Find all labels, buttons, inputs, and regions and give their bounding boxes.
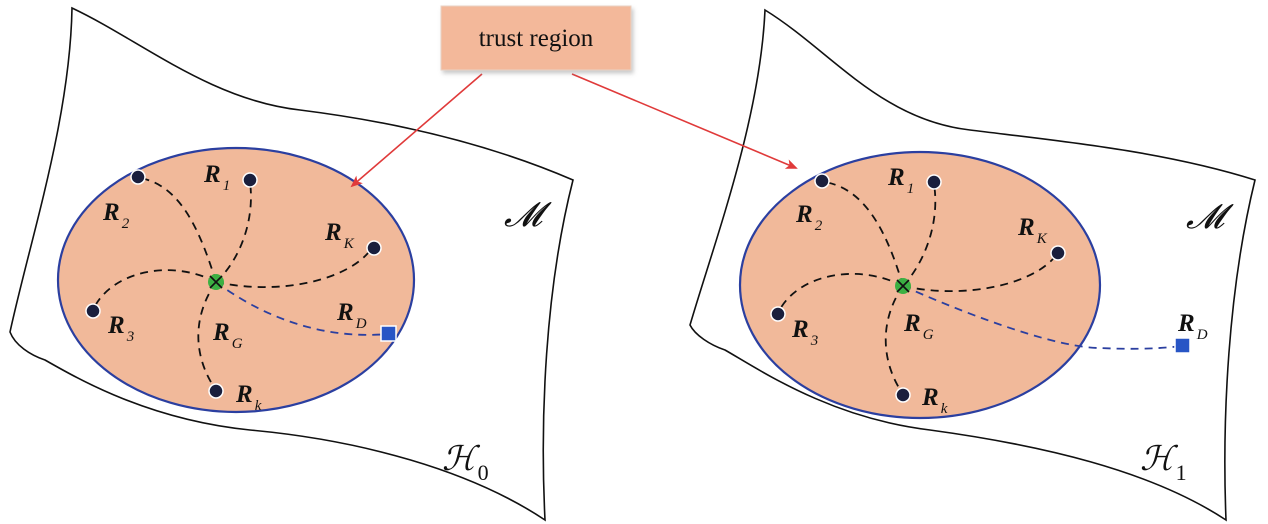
point-rk-h1 xyxy=(895,387,911,403)
point-r3-h1 xyxy=(770,306,786,322)
point-rD-h0 xyxy=(380,325,397,342)
point-rK-h0 xyxy=(366,240,382,256)
geodesic-r3-h1 xyxy=(777,273,904,314)
callout-label: trust region xyxy=(479,25,594,52)
point-rk-h0 xyxy=(208,383,224,399)
space-label-h0: ℋ0 xyxy=(442,439,489,485)
trust-region-callout xyxy=(440,5,632,71)
point-r3-h0 xyxy=(85,303,101,319)
arrow-to-region-h0 xyxy=(350,73,483,188)
arrow-to-region-h1 xyxy=(571,73,798,169)
geodesic-r2-h1 xyxy=(823,181,904,287)
point-r1-h0 xyxy=(242,172,258,188)
point-rG-h0 xyxy=(208,274,224,290)
point-r2-h0 xyxy=(130,169,146,185)
point-r2-h1 xyxy=(814,173,830,189)
point-rK-h1 xyxy=(1050,245,1066,261)
trust-region-ellipse-h1 xyxy=(738,150,1102,420)
space-label-h1: ℋ1 xyxy=(1140,439,1187,485)
point-rG-h1 xyxy=(895,278,911,294)
point-rD-h1 xyxy=(1174,337,1191,354)
geodesic-r2-h0 xyxy=(139,177,217,283)
point-r1-h1 xyxy=(926,174,942,190)
geodesic-rd-h0 xyxy=(215,281,389,336)
trust-region-ellipse-h0 xyxy=(56,146,416,414)
callout-box xyxy=(440,5,632,71)
geodesic-r3-h0 xyxy=(92,269,217,311)
geodesic-rk-lower-h1 xyxy=(884,285,904,395)
geodesic-rk-lower-h0 xyxy=(197,281,217,391)
geodesic-rd-h1 xyxy=(902,285,1183,350)
